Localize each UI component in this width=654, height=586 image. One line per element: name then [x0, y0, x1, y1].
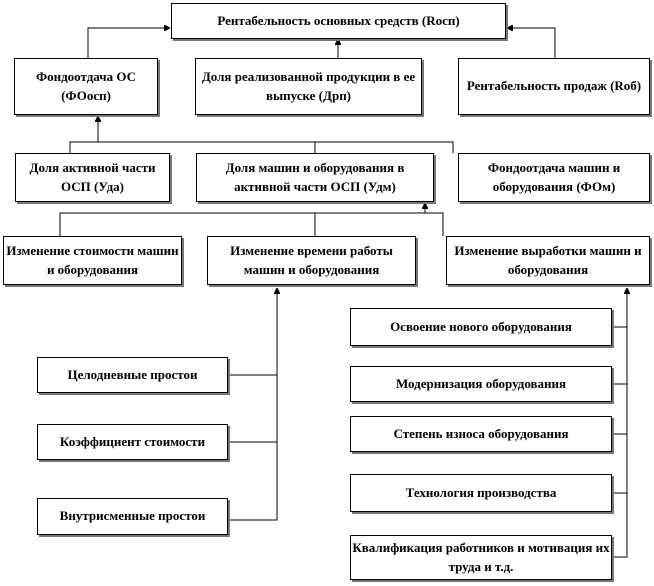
- machinery-productivity-box: Фондоотдача машин и оборудования (ФОм): [458, 153, 650, 202]
- output-change-box: Изменение выработки машин и оборудования: [446, 236, 650, 285]
- cost-coefficient-box: Коэффициент стоимости: [37, 424, 228, 460]
- modernization-box: Модернизация оборудования: [350, 366, 612, 402]
- full-day-downtime-box: Целодневные простои: [37, 357, 228, 393]
- sold-output-share-box: Доля реализованной продукции в ее выпуск…: [195, 58, 422, 115]
- return-on-fixed-assets-box: Рентабельность основных средств (Rосп): [171, 3, 506, 39]
- wear-degree-box: Степень износа оборудования: [350, 416, 612, 452]
- cost-change-box: Изменение стоимости машин и оборудования: [3, 236, 182, 285]
- intra-shift-downtime-box: Внутрисменные простои: [37, 498, 228, 535]
- active-part-share-box: Доля активной части ОСП (Уда): [15, 153, 170, 202]
- new-equipment-box: Освоение нового оборудования: [350, 308, 612, 346]
- staff-qualification-box: Квалификация работников и мотивация их т…: [350, 535, 612, 580]
- work-time-change-box: Изменение времени работы машин и оборудо…: [207, 236, 416, 285]
- capital-productivity-box: Фондоотдача ОС (ФОосп): [14, 58, 158, 115]
- sales-profitability-box: Рентабельность продаж (Rоб): [458, 58, 650, 115]
- machinery-share-box: Доля машин и оборудования в активной час…: [196, 153, 434, 202]
- production-technology-box: Технология производства: [350, 474, 612, 512]
